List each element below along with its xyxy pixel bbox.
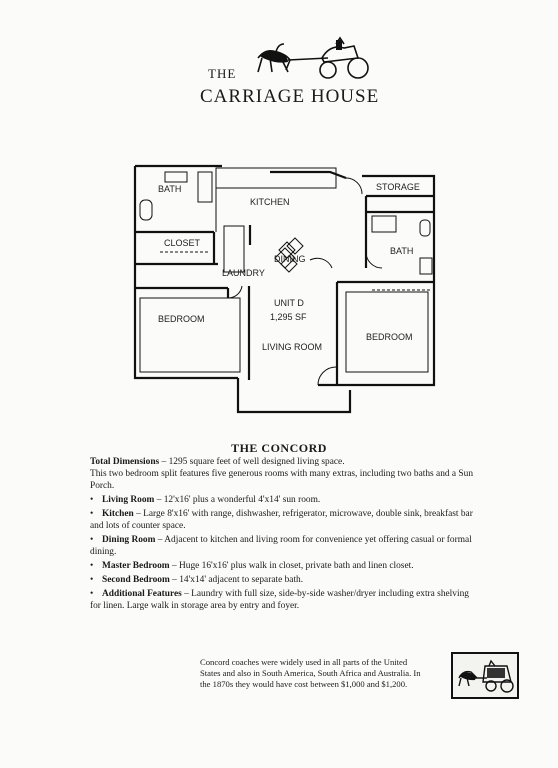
concord-coach-note: Concord coaches were widely used in all …	[200, 657, 421, 689]
bullet: •	[90, 495, 94, 505]
feature-item: • Dining Room – Adjacent to kitchen and l…	[90, 534, 480, 558]
feature-item: • Living Room – 12'x16' plus a wonderful …	[90, 494, 480, 506]
room-label-laundry: LAUNDRY	[222, 268, 265, 278]
logo-title: CARRIAGE HOUSE	[200, 86, 380, 107]
room-label-unit: UNIT D	[274, 298, 304, 308]
stagecoach-image	[451, 652, 519, 699]
room-label-bath-right: BATH	[390, 246, 413, 256]
logo-the-text: THE	[208, 66, 237, 81]
feature-label: Living Room	[102, 495, 155, 505]
feature-label: Dining Room	[102, 535, 156, 545]
feature-text: – 14'x14' adjacent to separate bath.	[169, 575, 304, 585]
feature-label: Additional Features	[102, 589, 182, 599]
feature-item: • Kitchen – Large 8'x16' with range, dish…	[90, 508, 480, 532]
total-dimensions-text: – 1295 square feet of well designed livi…	[159, 457, 345, 467]
room-label-bath-left: BATH	[158, 184, 181, 194]
bullet: •	[90, 509, 94, 519]
room-label-dining: DINING	[274, 254, 306, 264]
room-label-kitchen: KITCHEN	[250, 197, 290, 207]
description-body: Total Dimensions – 1295 square feet of w…	[90, 456, 480, 612]
feature-label: Second Bedroom	[102, 575, 170, 585]
floor-plan: BATH KITCHEN STORAGE CLOSET DINING LAUND…	[133, 164, 436, 414]
feature-item: • Additional Features – Laundry with full…	[90, 588, 480, 612]
total-dimensions-line: Total Dimensions – 1295 square feet of w…	[90, 456, 480, 468]
room-label-bedroom-left: BEDROOM	[158, 314, 205, 324]
bullet: •	[90, 589, 94, 599]
carriage-logo-icon	[257, 36, 369, 79]
room-label-storage: STORAGE	[376, 182, 420, 192]
feature-text: – Large 8'x16' with range, dishwasher, r…	[90, 509, 473, 531]
bullet: •	[90, 575, 94, 585]
room-label-bedroom-right: BEDROOM	[366, 332, 413, 342]
feature-text: – Laundry with full size, side-by-side w…	[90, 589, 469, 611]
room-label-area: 1,295 SF	[270, 312, 307, 322]
feature-label: Master Bedroom	[102, 561, 170, 571]
feature-item: • Second Bedroom – 14'x14' adjacent to se…	[90, 574, 480, 586]
feature-text: – Adjacent to kitchen and living room fo…	[90, 535, 472, 557]
room-label-living-room: LIVING ROOM	[262, 342, 322, 352]
room-label-closet: CLOSET	[164, 238, 201, 248]
intro-text: This two bedroom split features five gen…	[90, 469, 474, 491]
total-dimensions-label: Total Dimensions	[90, 457, 160, 467]
bullet: •	[90, 561, 94, 571]
stagecoach-icon	[458, 659, 514, 693]
feature-text: – 12'x16' plus a wonderful 4'x14' sun ro…	[154, 495, 321, 505]
feature-text: – Huge 16'x16' plus walk in closet, priv…	[169, 561, 414, 571]
feature-item: • Master Bedroom – Huge 16'x16' plus walk…	[90, 560, 480, 572]
feature-label: Kitchen	[102, 509, 134, 519]
section-title: THE CONCORD	[231, 441, 327, 455]
bullet: •	[90, 535, 94, 545]
